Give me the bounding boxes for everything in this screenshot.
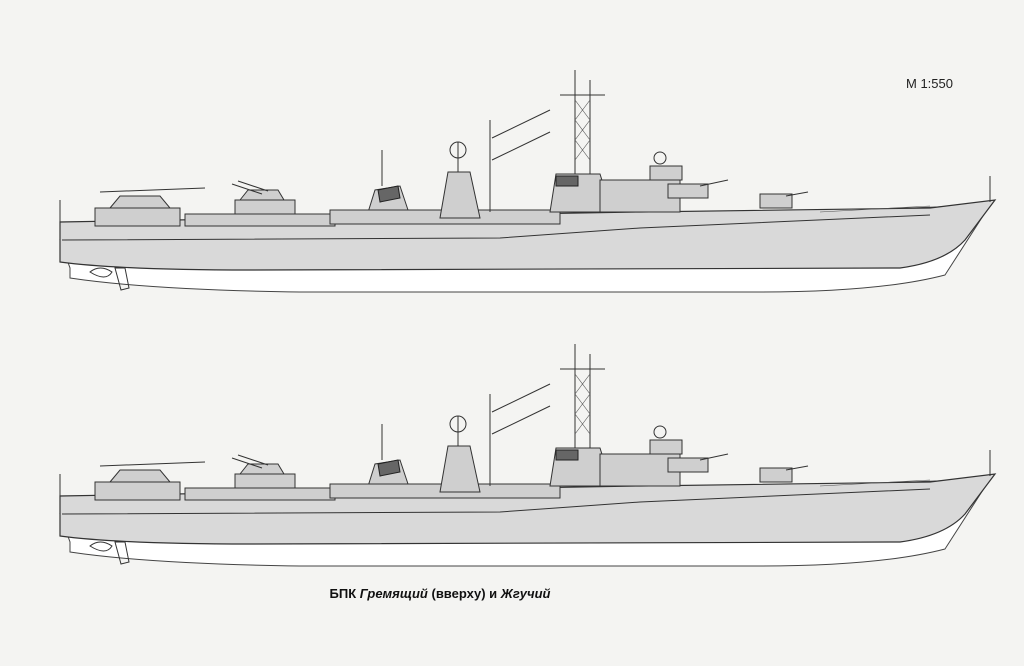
ship-profile-bottom (59, 343, 996, 567)
caption-prefix: БПК (329, 586, 360, 601)
ship-profile-top (59, 69, 996, 293)
scale-label: М 1:550 (906, 76, 953, 91)
caption-ship1: Гремящий (359, 586, 428, 601)
figure-caption: БПК Гремящий (вверху) и Жгучий (0, 586, 880, 601)
caption-middle: (вверху) и (427, 586, 501, 601)
caption-ship2: Жгучий (500, 586, 551, 601)
